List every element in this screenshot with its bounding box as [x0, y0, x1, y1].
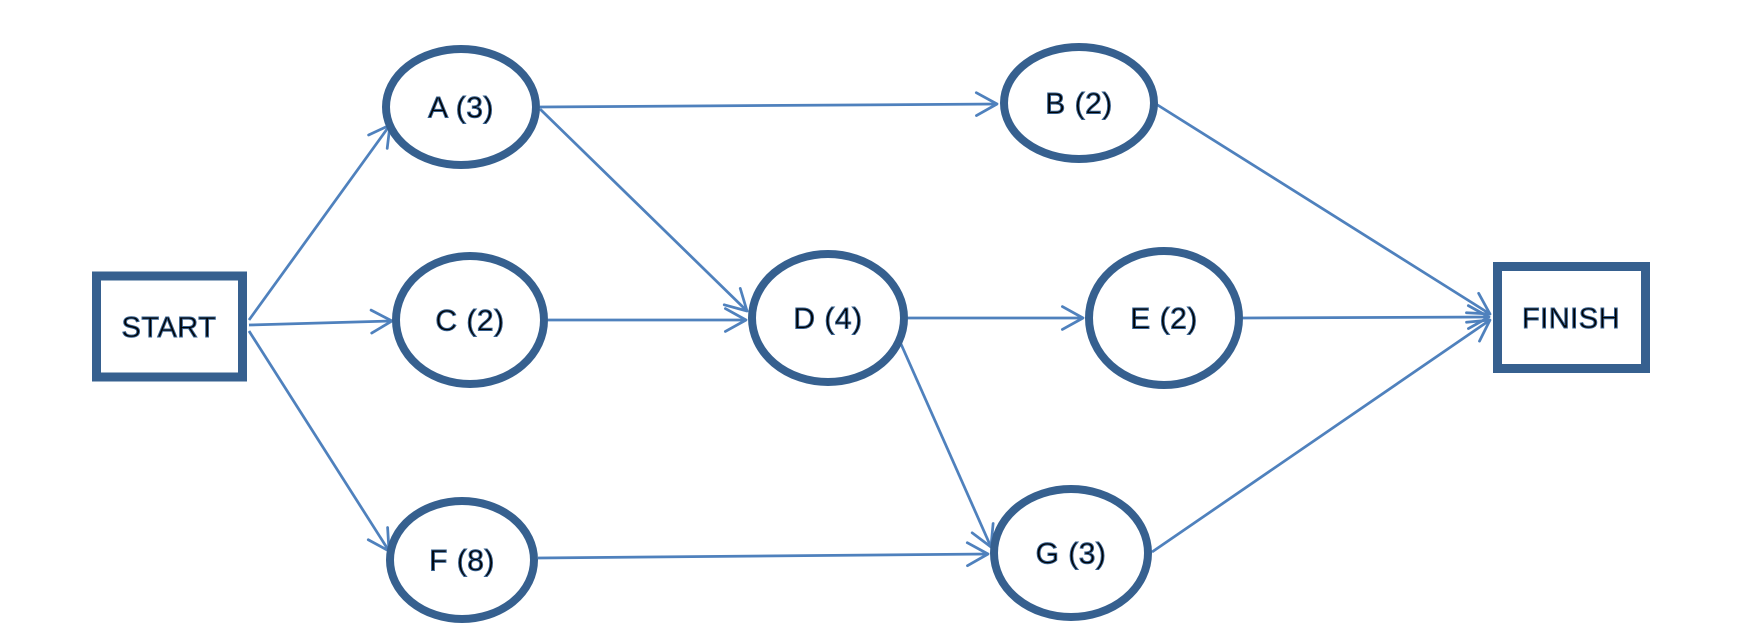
node-d: D (4) — [748, 250, 908, 386]
edge-b-to-finish — [1155, 102, 1492, 316]
edge-start-to-c — [248, 308, 394, 335]
finish-box — [1493, 262, 1650, 373]
node-c: C (2) — [392, 252, 548, 388]
edge-start-to-f — [247, 330, 391, 553]
b-label: B (2) — [1045, 88, 1113, 121]
e-circle — [1085, 247, 1243, 389]
node-finish: FINISH — [1493, 262, 1650, 373]
start-label: START — [122, 312, 217, 344]
edges-layer — [247, 91, 1492, 568]
node-f: F (8) — [386, 497, 538, 623]
d-label: D (4) — [793, 303, 862, 336]
b-circle — [1000, 43, 1158, 163]
edge-f-to-g — [537, 541, 990, 568]
edge-e-to-finish — [1242, 304, 1491, 330]
g-circle — [990, 485, 1152, 621]
a-label: A (3) — [428, 92, 494, 125]
edge-d-to-g — [899, 343, 995, 549]
node-g: G (3) — [990, 485, 1152, 621]
edge-start-to-a — [247, 123, 392, 321]
node-a: A (3) — [382, 45, 540, 169]
g-label: G (3) — [1036, 538, 1107, 571]
d-circle — [748, 250, 908, 386]
edge-a-to-d — [539, 108, 749, 313]
start-box — [92, 271, 247, 382]
edge-g-to-finish — [1151, 318, 1492, 554]
c-circle — [392, 252, 548, 388]
e-label: E (2) — [1130, 303, 1198, 336]
f-label: F (8) — [429, 545, 495, 578]
finish-label: FINISH — [1522, 303, 1620, 335]
a-circle — [382, 45, 540, 169]
node-e: E (2) — [1085, 247, 1243, 389]
node-start: START — [92, 271, 247, 382]
c-label: C (2) — [435, 305, 504, 338]
node-b: B (2) — [1000, 43, 1158, 163]
edge-a-to-b — [539, 91, 999, 117]
nodes-layer: START A (3) C (2) F (8) D (4) B (2) — [92, 43, 1650, 623]
f-circle — [386, 497, 538, 623]
